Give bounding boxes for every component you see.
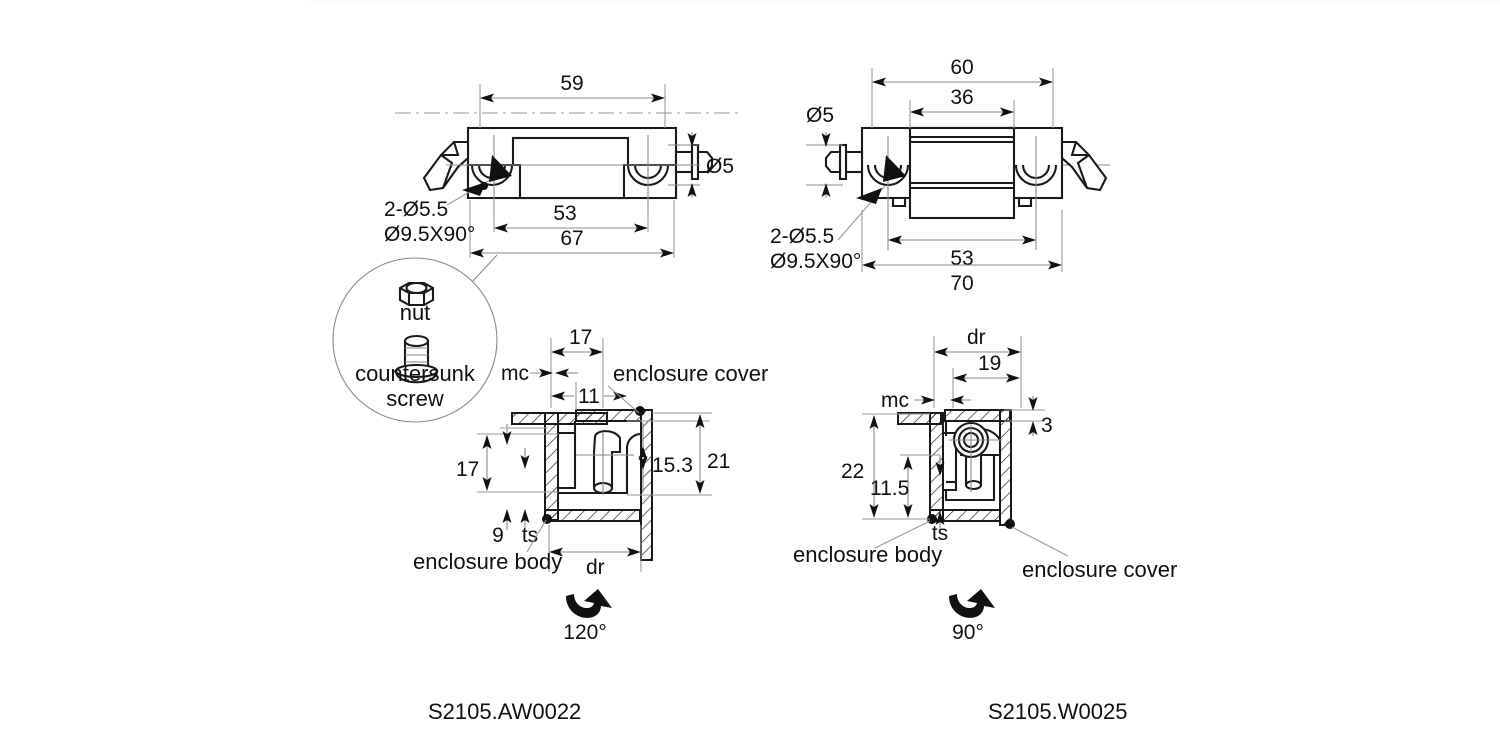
- nut-icon: [398, 281, 435, 307]
- hinge-body: [511, 136, 630, 200]
- rotation-left-text: 120°: [563, 621, 606, 644]
- leader-body: [526, 519, 547, 553]
- left-notch: [891, 196, 907, 208]
- lever-knuckle-top: [441, 141, 460, 157]
- cover-callout-dot: [635, 406, 645, 416]
- r-body-wall: [929, 412, 944, 521]
- hole-note-line1: 2-Ø5.5: [384, 198, 448, 221]
- right-lever-fold: [1076, 154, 1090, 189]
- label-enclosure-cover: enclosure cover: [613, 361, 768, 386]
- right-section-view: dr 19 mc 3 22 11.5: [793, 326, 1177, 582]
- right-view-pin-head: [824, 150, 842, 174]
- right-hole-arrow-upper: [883, 155, 906, 182]
- left-knuckle-arc: [470, 164, 514, 186]
- hole-arrow-upper: [489, 155, 512, 182]
- dim-dr-text: dr: [586, 556, 605, 579]
- cover-top: [575, 409, 642, 422]
- body-callout-dot: [542, 514, 552, 524]
- right-lever-knuckle-top: [1070, 141, 1089, 157]
- r-label-enclosure-body: enclosure body: [793, 542, 942, 567]
- dim-19-text: 19: [978, 352, 1001, 375]
- right-dia5-text: Ø5: [806, 104, 834, 127]
- dim-mc-text: mc: [501, 362, 529, 385]
- leader-cover: [607, 385, 640, 414]
- dim-115-text: 11.5: [870, 477, 909, 500]
- lever-handle: [422, 140, 470, 192]
- dim-59-text: 59: [560, 72, 583, 95]
- r-body-pocket: [943, 431, 958, 492]
- right-notch: [1017, 196, 1033, 208]
- hole-dot: [480, 182, 488, 190]
- dim-22-text: 22: [841, 460, 864, 483]
- dim-60-text: 60: [950, 56, 973, 79]
- top-band: [310, 0, 1500, 5]
- body-pocket: [558, 431, 577, 490]
- right-view-pin-shank: [844, 150, 864, 174]
- dim-11-text: 11: [578, 385, 600, 408]
- part-number-right: S2105.W0025: [988, 699, 1127, 724]
- lever-fold: [440, 154, 454, 189]
- dim-21-text: 21: [707, 450, 730, 473]
- r-cover-callout-dot: [1005, 519, 1015, 529]
- dim-rdr-text: dr: [967, 326, 986, 349]
- right-top-view: 60 36 Ø5 53 70 2-Ø: [770, 56, 1110, 295]
- dim-3-text: 3: [1041, 414, 1053, 437]
- countersunk-screw-icon: [394, 334, 439, 384]
- dim-17l-text: 17: [456, 458, 479, 481]
- rotation-symbol-right: [949, 589, 995, 618]
- r-leader-body: [874, 520, 931, 549]
- right-hole-note-line1: 2-Ø5.5: [770, 225, 834, 248]
- dim-rts-text: ts: [932, 522, 948, 545]
- dim-67-text: 67: [560, 227, 583, 250]
- hinge-pin-section: [592, 430, 622, 490]
- r-leader-cover: [1011, 526, 1069, 557]
- left-section-view: 17 mc 11 17 9 ts: [413, 326, 768, 579]
- r-cover-leg: [999, 409, 1012, 526]
- cover-inner-profile: [558, 432, 642, 495]
- part-number-left: S2105.AW0022: [428, 699, 581, 724]
- dim-17t-text: 17: [569, 326, 592, 349]
- rotation-symbol-left: [566, 589, 612, 618]
- r-label-enclosure-cover: enclosure cover: [1022, 557, 1177, 582]
- screw-label-line2: screw: [386, 386, 444, 411]
- label-enclosure-body: enclosure body: [413, 549, 562, 574]
- screw-label-line1: countersunk: [355, 361, 476, 386]
- dim-70-text: 70: [950, 272, 973, 295]
- left-top-view: 59 Ø5 53 67 2-Ø5.5 Ø9.5X90°: [384, 72, 740, 258]
- right-hole-note-line2: Ø9.5X90°: [770, 250, 861, 273]
- dim-9-text: 9: [492, 524, 504, 547]
- nut-label: nut: [400, 300, 431, 325]
- hole-arrow-lower: [462, 182, 486, 196]
- r-pin-end: [964, 479, 983, 491]
- dim-ts-text: ts: [522, 524, 538, 547]
- body-wall: [544, 412, 559, 521]
- detail-bubble: nut countersunk screw: [332, 254, 498, 423]
- dim-36-text: 36: [950, 86, 973, 109]
- dim-r53-text: 53: [950, 247, 973, 270]
- body-bottom-flange: [544, 509, 641, 522]
- rotation-right-text: 90°: [952, 621, 984, 644]
- right-lever-handle: [1060, 140, 1108, 192]
- pin-head: [696, 150, 714, 174]
- right-hole-arrow-lower: [856, 188, 882, 204]
- detail-leader: [471, 254, 498, 283]
- hole-note-line2: Ø9.5X90°: [384, 223, 475, 246]
- dim-153-text: 15.3: [652, 454, 693, 477]
- dim-rmc-text: mc: [881, 389, 909, 412]
- dia5-text: Ø5: [706, 155, 734, 178]
- pin-shank: [674, 150, 694, 174]
- dim-53-text: 53: [553, 202, 576, 225]
- detail-circle: [332, 257, 498, 423]
